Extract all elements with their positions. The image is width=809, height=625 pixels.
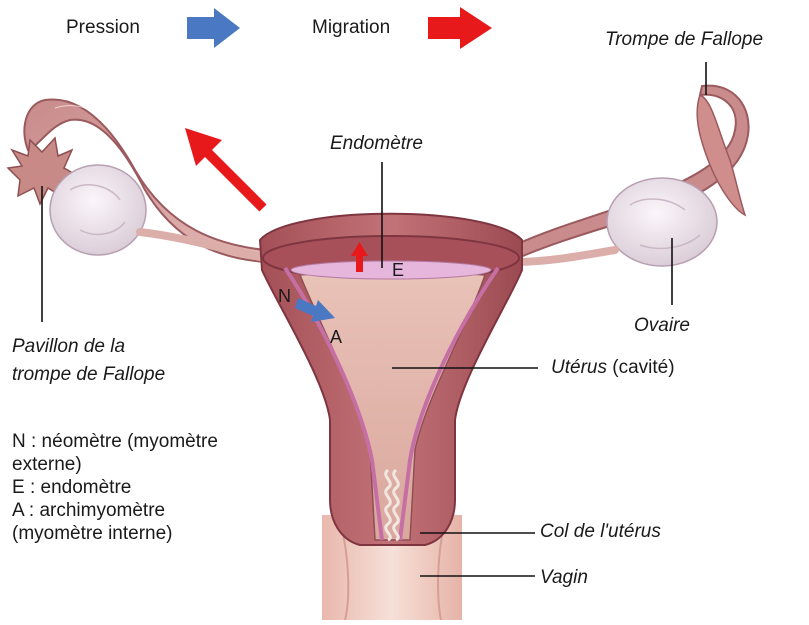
layer-e-letter: E [392,259,404,281]
endometrium-layer [291,261,491,279]
migration-arrow-left-tube-icon [185,128,263,208]
endometrium-label: Endomètre [330,133,423,155]
cervix-label: Col de l'utérus [540,521,661,543]
abbreviation-key: N : néomètre (myomètre externe) E : endo… [12,430,218,545]
fallopian-tube-label: Trompe de Fallope [605,29,763,51]
key-line-n: N : néomètre (myomètre [12,430,218,453]
migration-legend-label: Migration [312,17,390,39]
pressure-arrow-icon [187,8,240,48]
pressure-legend-label: Pression [66,17,140,39]
infundibulum-label-line1: Pavillon de la [12,336,125,358]
layer-a-letter: A [330,326,342,348]
key-line-a: A : archimyomètre [12,499,218,522]
uterus-suffix: (cavité) [612,357,674,378]
migration-arrow-icon [428,7,492,49]
right-ovary [607,178,717,266]
key-line-n-cont: externe) [12,453,218,476]
uterus-name: Utérus [551,357,607,378]
uterus-label: Utérus (cavité) [551,357,675,379]
key-line-e: E : endomètre [12,476,218,499]
ovary-label: Ovaire [634,315,690,337]
layer-n-letter: N [278,285,291,307]
vagina-label: Vagin [540,567,588,589]
infundibulum-label-line2: trompe de Fallope [12,364,165,386]
key-line-a-cont: (myomètre interne) [12,522,218,545]
left-ovary [50,165,146,255]
